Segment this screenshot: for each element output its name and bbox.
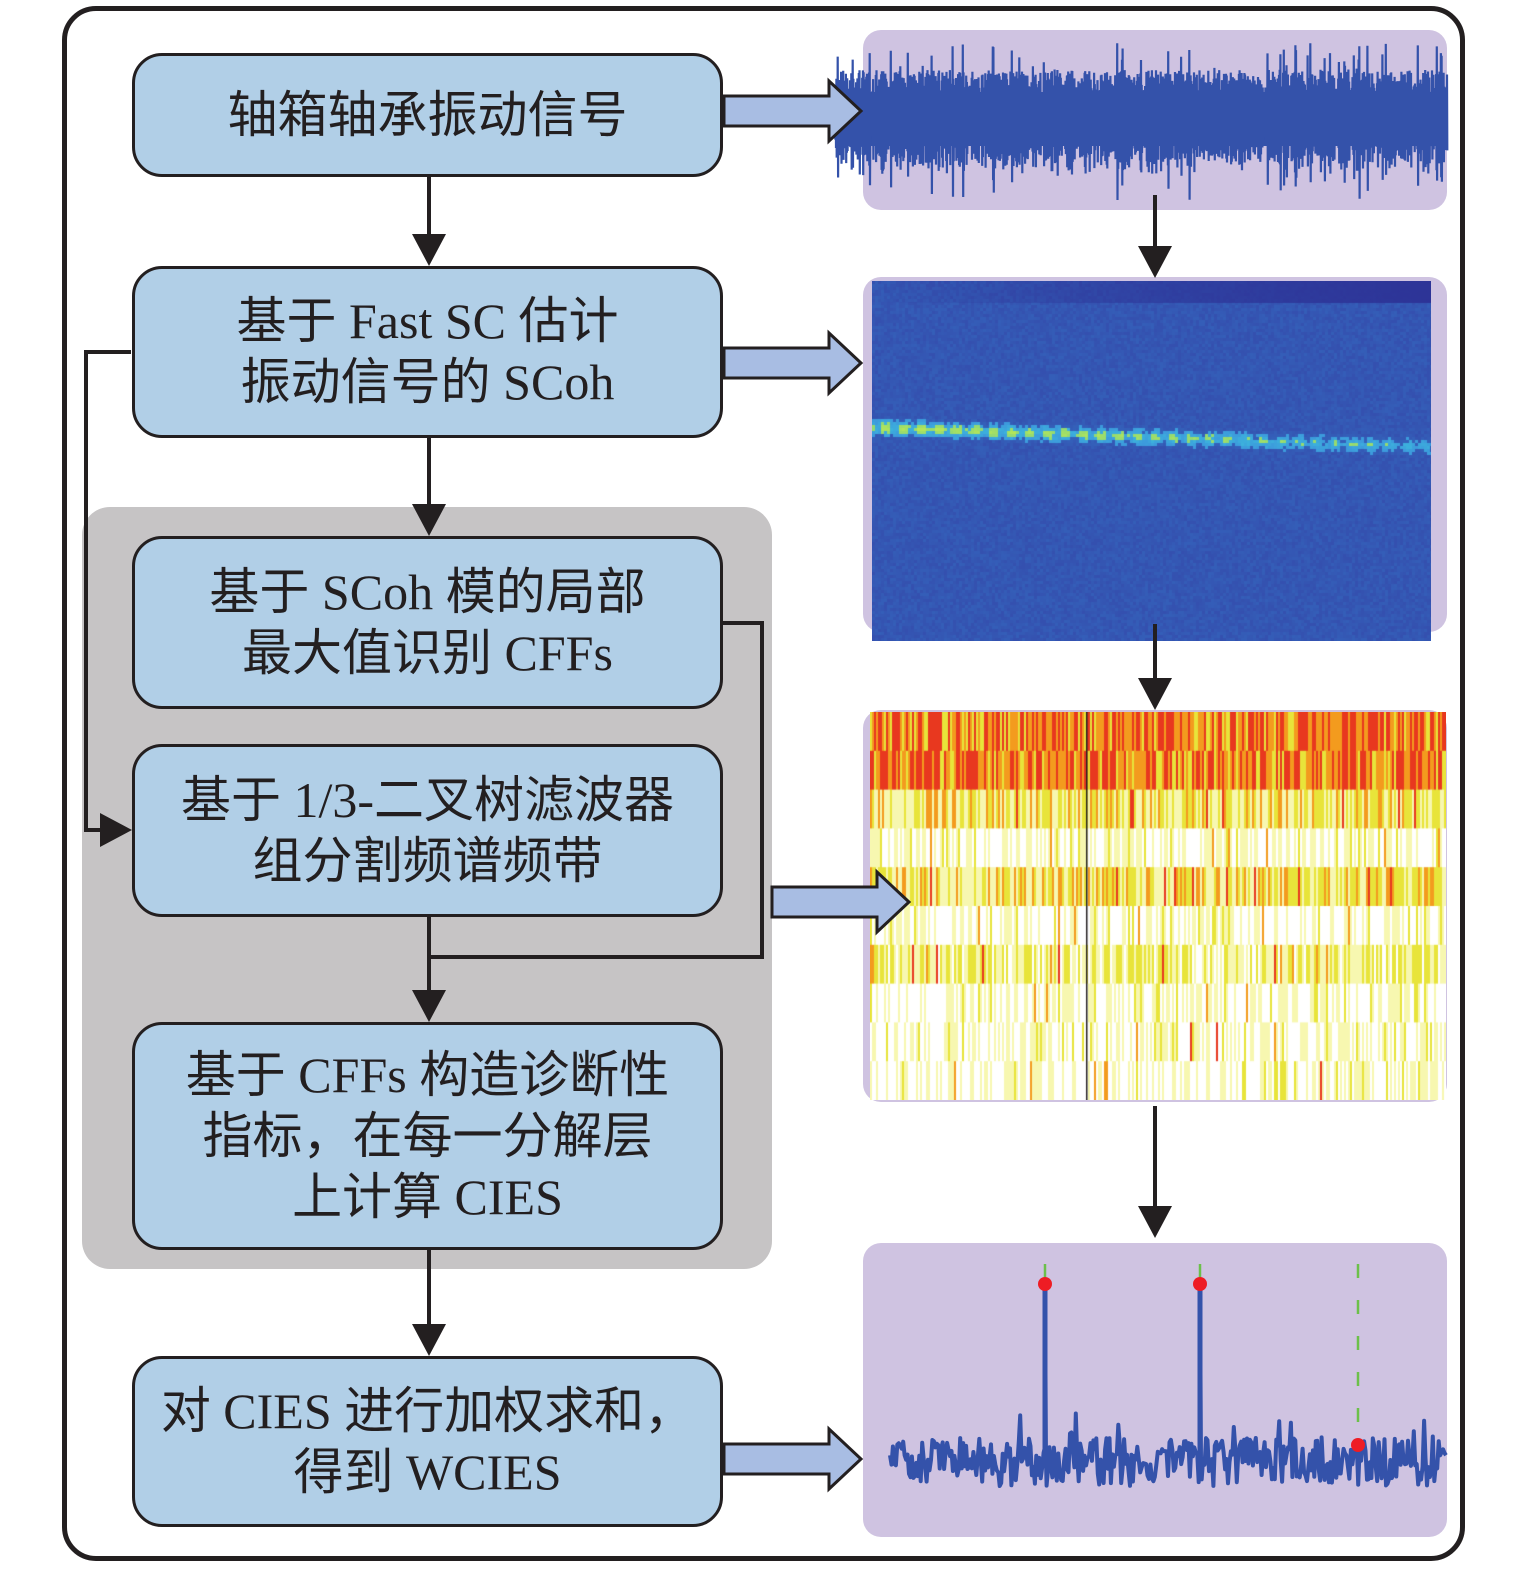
wcies-spectrum-plot (888, 1264, 1448, 1488)
scoh-heatmap (872, 281, 1431, 641)
connector-line (429, 621, 764, 959)
step-label: 基于 Fast SC 估计 振动信号的 SCoh (236, 293, 619, 410)
step-fast-sc-scoh: 基于 Fast SC 估计 振动信号的 SCoh (132, 266, 723, 438)
block-arrow-right-icon (722, 329, 864, 397)
waveform-plot (833, 43, 1449, 201)
harmonic-marker (1351, 1438, 1365, 1452)
step-label: 轴箱轴承振动信号 (227, 86, 628, 143)
step-vibration-signal: 轴箱轴承振动信号 (132, 53, 723, 177)
arrow-down-icon (1138, 246, 1172, 278)
arrow-right-icon (100, 813, 132, 847)
block-arrow-right-icon (722, 1425, 864, 1493)
arrow-down-icon (1138, 1206, 1172, 1238)
cies-heatmap (870, 712, 1446, 1100)
harmonic-marker (1193, 1277, 1207, 1291)
outer-frame (62, 6, 1465, 1561)
step-compute-cies: 基于 CFFs 构造诊断性 指标，在每一分解层 上计算 CIES (132, 1022, 723, 1250)
block-arrow-right-icon (770, 868, 912, 936)
spectrum-line (888, 1283, 1448, 1488)
arrow-down-icon (1138, 678, 1172, 710)
arrow-down-icon (412, 504, 446, 536)
step-label: 基于 CFFs 构造诊断性 指标，在每一分解层 上计算 CIES (185, 1046, 670, 1225)
step-label: 基于 1/3-二叉树滤波器 组分割频谱频带 (180, 771, 675, 889)
step-label: 基于 SCoh 模的局部 最大值识别 CFFs (209, 563, 646, 681)
waveform-line (833, 43, 1449, 201)
arrow-down-icon (412, 990, 446, 1022)
harmonic-marker (1038, 1277, 1052, 1291)
step-filter-bank: 基于 1/3-二叉树滤波器 组分割频谱频带 (132, 744, 723, 917)
connector-line (84, 350, 131, 832)
block-arrow-right-icon (722, 77, 864, 145)
arrow-down-icon (412, 1324, 446, 1356)
panel-wcies-spectrum (863, 1243, 1447, 1537)
step-identify-cffs: 基于 SCoh 模的局部 最大值识别 CFFs (132, 536, 723, 709)
step-label: 对 CIES 进行加权求和， 得到 WCIES (160, 1382, 695, 1500)
arrow-down-icon (412, 234, 446, 266)
step-weighted-sum-wcies: 对 CIES 进行加权求和， 得到 WCIES (132, 1356, 723, 1527)
